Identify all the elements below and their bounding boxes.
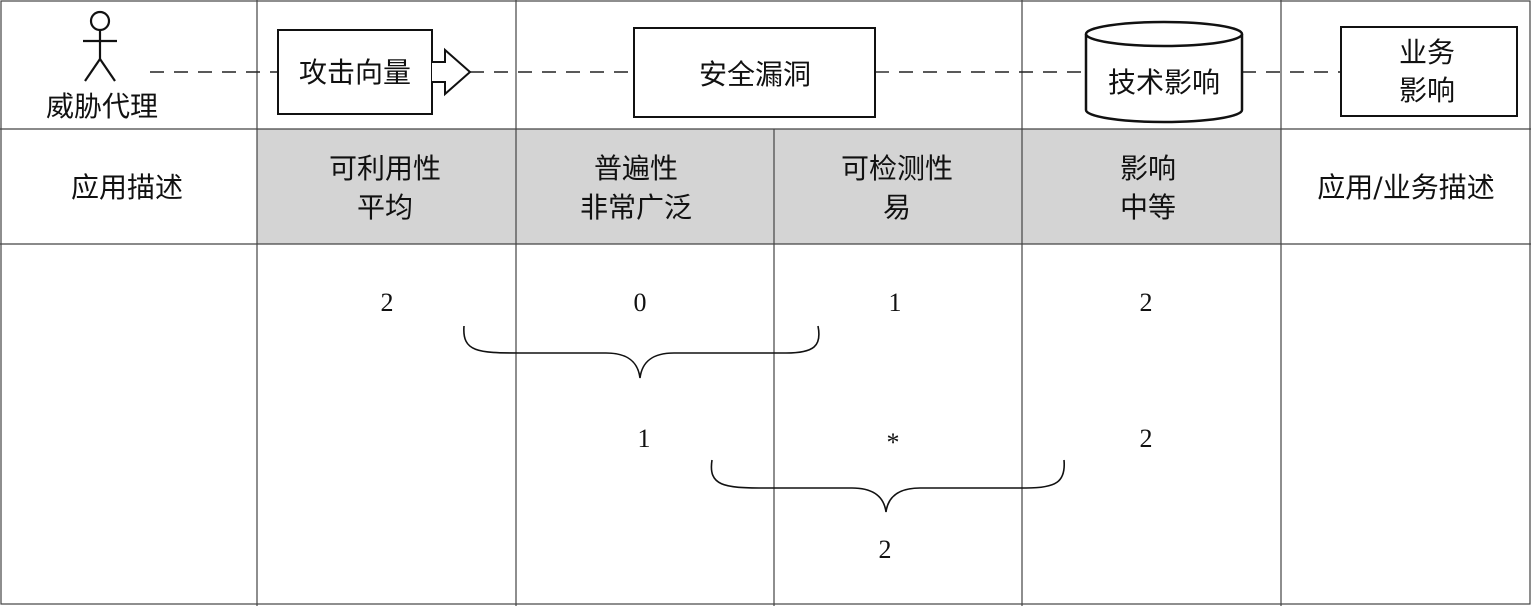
attack-vector-label: 攻击向量 xyxy=(299,56,411,89)
business-impact-label-line2: 影响 xyxy=(1399,74,1455,107)
header-cell-detectability xyxy=(774,129,1022,244)
detectability-label: 可检测性 xyxy=(841,152,953,185)
score-prevalence: 0 xyxy=(634,288,647,317)
attack-vector-arrow-icon xyxy=(432,47,472,97)
exploitability-label: 可利用性 xyxy=(329,152,441,185)
score-impact: 2 xyxy=(1140,288,1153,317)
score-detectability: 1 xyxy=(889,288,902,317)
combine-brace-2 xyxy=(710,459,1065,513)
app-description-label: 应用描述 xyxy=(71,171,183,204)
header-cell-prevalence xyxy=(516,129,774,244)
threat-agent-label: 威胁代理 xyxy=(46,90,158,123)
threat-agent-person-icon xyxy=(83,10,117,82)
score-combined-1: 1 xyxy=(638,424,651,453)
score-operator: * xyxy=(887,428,900,457)
header-cell-exploitability xyxy=(257,129,516,244)
score-impact-repeat: 2 xyxy=(1140,424,1153,453)
combine-brace-1 xyxy=(463,325,820,379)
security-weakness-label: 安全漏洞 xyxy=(699,58,811,91)
exploitability-value: 平均 xyxy=(357,191,413,224)
prevalence-value: 非常广泛 xyxy=(580,191,692,224)
security-weakness-box xyxy=(633,27,876,118)
score-final: 2 xyxy=(879,535,892,564)
business-impact-label-line1: 业务 xyxy=(1399,36,1455,69)
impact-value: 中等 xyxy=(1120,191,1176,224)
score-exploitability: 2 xyxy=(381,288,394,317)
technical-impact-cylinder-icon xyxy=(1084,20,1244,124)
technical-impact-label: 技术影响 xyxy=(1108,66,1220,99)
header-cell-impact xyxy=(1022,129,1281,244)
prevalence-label: 普遍性 xyxy=(594,152,678,185)
business-impact-box xyxy=(1340,26,1518,117)
app-business-description-label: 应用/业务描述 xyxy=(1317,171,1494,204)
detectability-value: 易 xyxy=(883,191,911,224)
impact-label: 影响 xyxy=(1120,152,1176,185)
